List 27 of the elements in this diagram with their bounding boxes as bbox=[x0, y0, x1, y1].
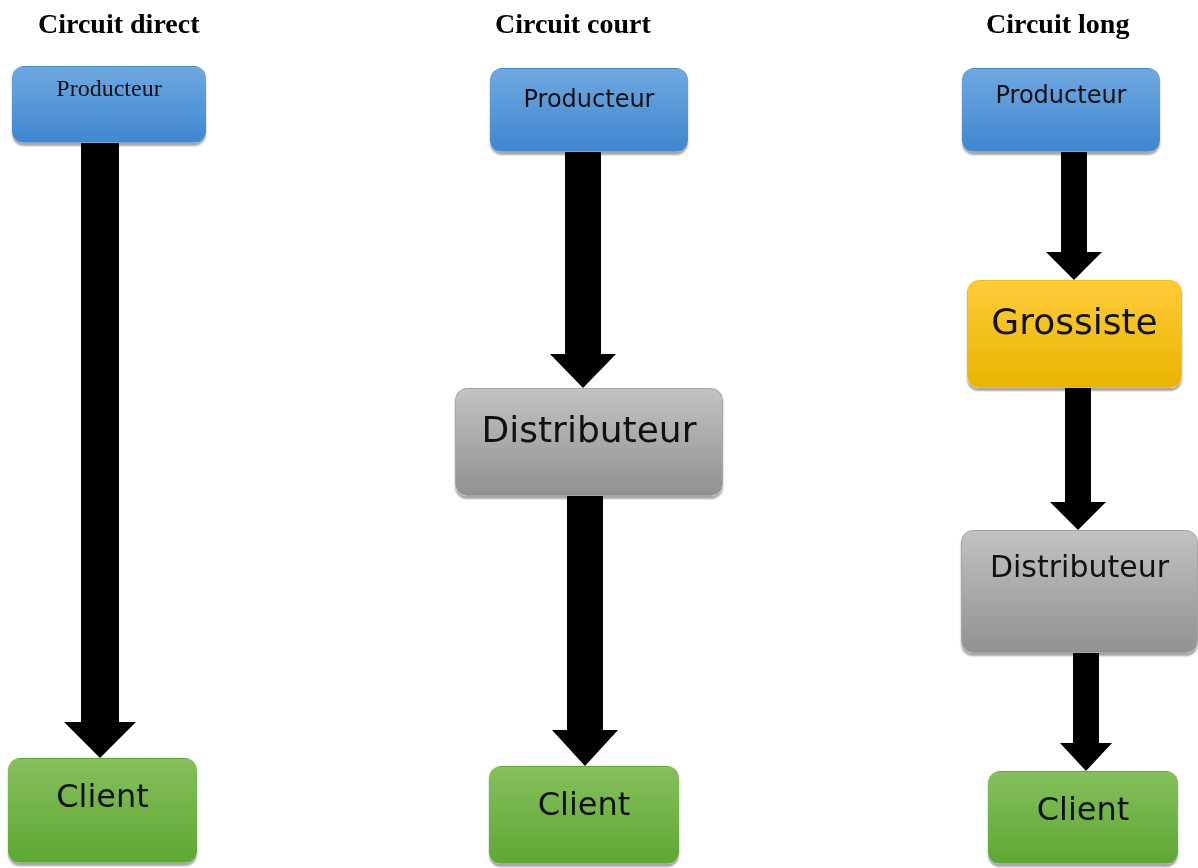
distributor-box bbox=[961, 530, 1198, 653]
block-arrow bbox=[1060, 653, 1112, 771]
column-heading: Circuit direct bbox=[38, 8, 200, 40]
client-box bbox=[8, 758, 197, 863]
wholesaler-box bbox=[967, 280, 1182, 388]
client-box bbox=[988, 771, 1178, 864]
node-label: Distributeur bbox=[989, 549, 1170, 584]
producer-box bbox=[490, 68, 688, 152]
column-heading: Circuit long bbox=[986, 8, 1130, 40]
node-label: Producteur bbox=[523, 85, 655, 113]
block-arrow bbox=[1046, 152, 1102, 280]
distributor-box bbox=[455, 388, 723, 496]
producer-box bbox=[12, 66, 206, 143]
node-label: Distributeur bbox=[481, 409, 697, 450]
node-label: Grossiste bbox=[991, 301, 1158, 342]
producer-box bbox=[962, 68, 1160, 152]
node-label: Client bbox=[56, 777, 149, 815]
node-label: Client bbox=[537, 785, 631, 823]
node-label: Producteur bbox=[995, 81, 1127, 109]
block-arrow bbox=[550, 152, 616, 388]
block-arrow bbox=[64, 143, 136, 758]
client-box bbox=[489, 766, 679, 864]
node-label: Client bbox=[1036, 790, 1130, 828]
column-heading: Circuit court bbox=[495, 8, 651, 40]
block-arrow bbox=[552, 496, 618, 766]
block-arrow bbox=[1050, 388, 1106, 530]
node-label: Producteur bbox=[56, 75, 162, 102]
